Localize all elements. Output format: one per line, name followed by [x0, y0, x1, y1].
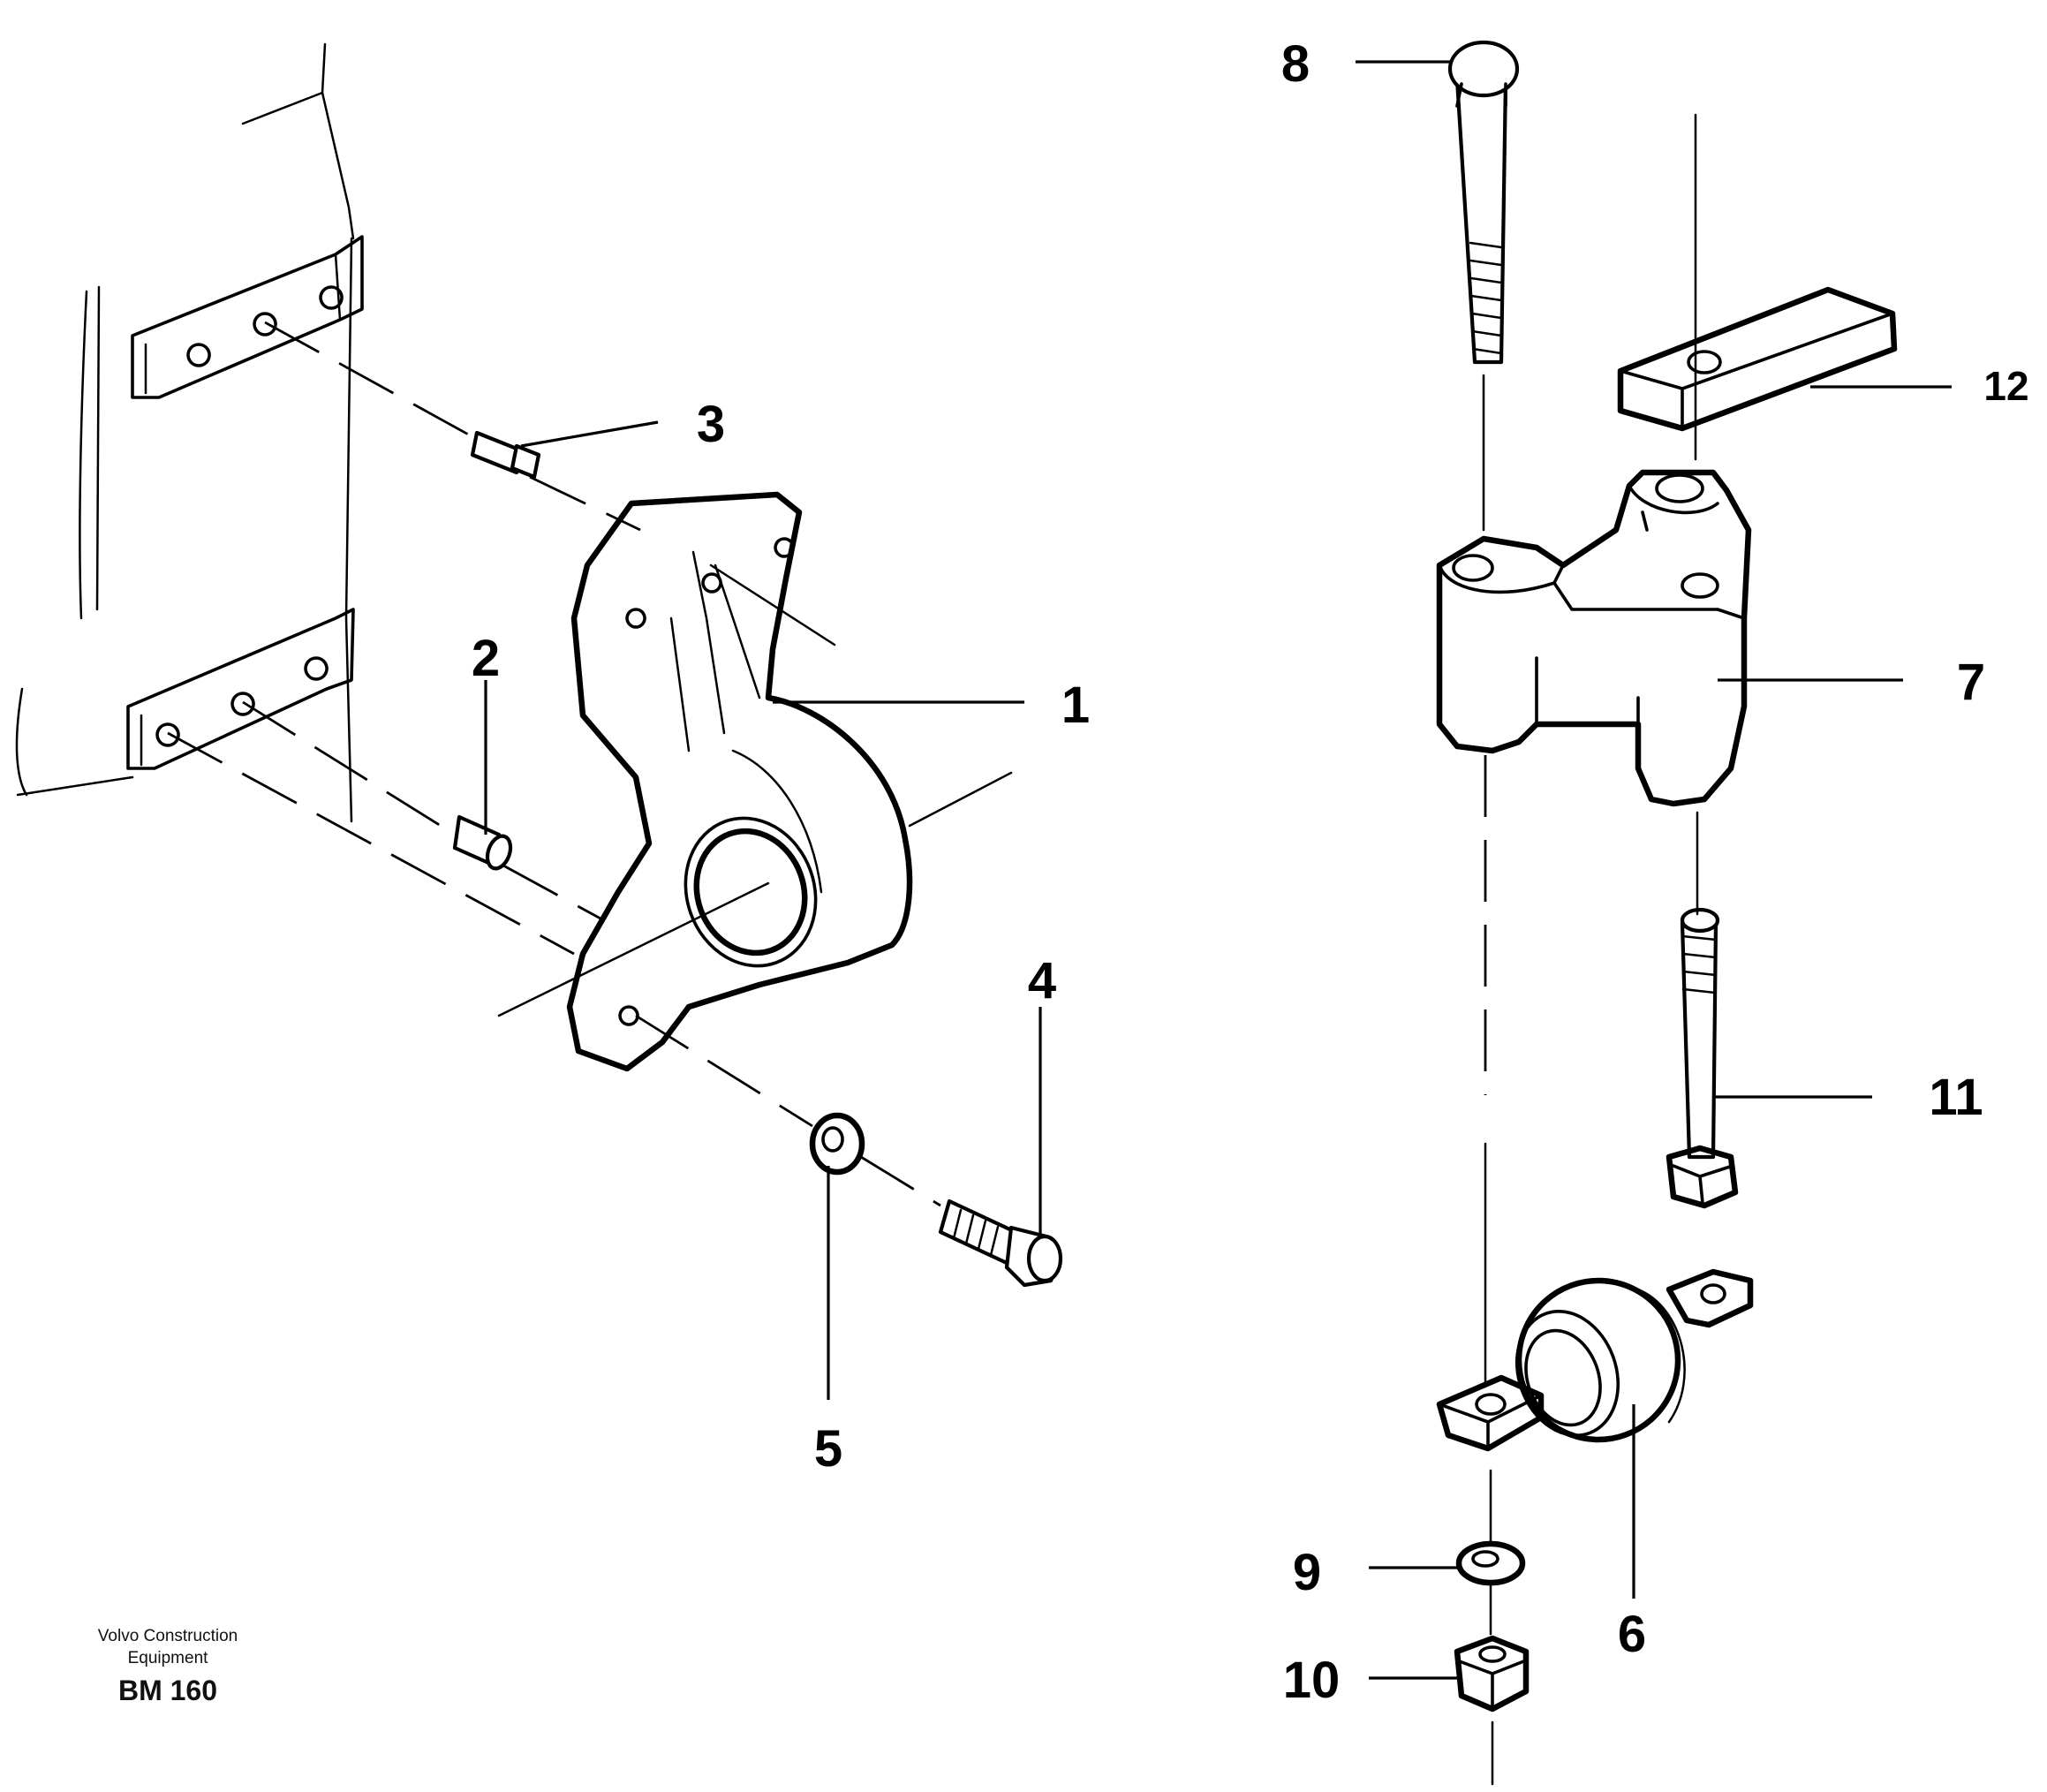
bolt-part-8: [1447, 40, 1520, 365]
bracket-part-1: [566, 491, 913, 1072]
callout-leaders: [484, 60, 1952, 1680]
callout-8: 8: [1281, 35, 1310, 93]
plate-part-12: [1617, 286, 1898, 432]
housing-part-7: [1436, 469, 1752, 807]
sleeve-part-3: [470, 430, 541, 480]
callout-10: 10: [1283, 1652, 1341, 1709]
maker-name-line1: Volvo Construction: [97, 1627, 238, 1645]
callout-11: 11: [1929, 1069, 1983, 1126]
callout-4: 4: [1028, 952, 1056, 1009]
callout-12: 12: [1983, 363, 2028, 409]
callout-3: 3: [697, 396, 725, 453]
nut-part-10: [1454, 1635, 1530, 1713]
callout-2: 2: [472, 630, 500, 687]
maker-name-line2: Equipment: [127, 1649, 208, 1667]
bushing-part-6: [1436, 1268, 1754, 1452]
washer-part-9: [1455, 1540, 1526, 1586]
bolt-part-11: [1666, 907, 1739, 1209]
bolt-part-4: [938, 1198, 1063, 1288]
callout-5: 5: [814, 1420, 842, 1478]
callout-labels: 1 2 3 4 5 6 7 8 9 10 11 12: [472, 35, 2029, 1709]
callout-9: 9: [1293, 1544, 1321, 1601]
manufacturer-label: Volvo Construction Equipment BM 160: [62, 1625, 274, 1707]
callout-1: 1: [1061, 677, 1090, 734]
washer-part-5: [809, 1112, 865, 1176]
model-code: BM 160: [117, 1675, 218, 1706]
assembly-lines-right: [1482, 113, 1699, 1786]
callout-6: 6: [1618, 1606, 1646, 1663]
assembly-lines-left: [167, 321, 1013, 1207]
callout-7: 7: [1957, 654, 1985, 711]
frame-outline: [15, 42, 364, 823]
